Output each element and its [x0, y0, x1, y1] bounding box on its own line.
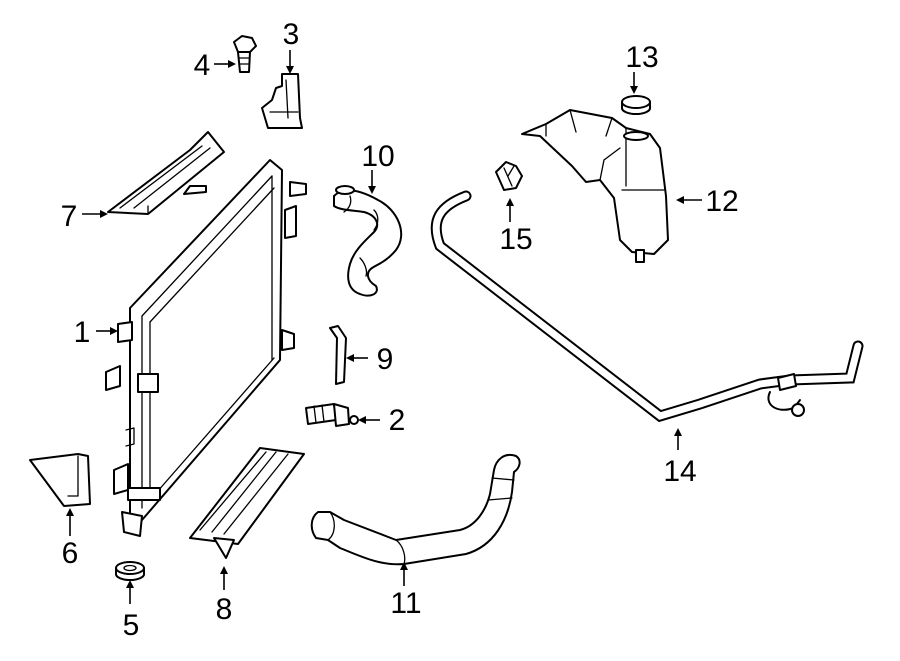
callout-7: 7 — [61, 200, 78, 233]
bracket-part — [261, 73, 303, 129]
drain-plug-part — [305, 403, 359, 427]
callout-15: 15 — [499, 223, 532, 256]
callout-10: 10 — [361, 140, 394, 173]
callout-5: 5 — [123, 609, 140, 642]
overflow-hose-part — [430, 190, 864, 423]
reservoir-part — [521, 109, 669, 263]
upper-air-seal-part — [107, 131, 225, 215]
callout-6: 6 — [62, 537, 79, 570]
clamp-part — [495, 161, 523, 191]
lower-air-seal-part — [189, 447, 305, 559]
callout-8: 8 — [216, 593, 233, 626]
leader-lines — [66, 50, 702, 604]
callout-14: 14 — [663, 455, 696, 488]
tube-part — [329, 325, 347, 385]
radiator-part — [105, 159, 307, 537]
upper-hose-part — [333, 185, 403, 297]
callout-13: 13 — [625, 41, 658, 74]
insulator-part — [115, 561, 145, 581]
cap-part — [621, 95, 651, 115]
callout-4: 4 — [194, 49, 211, 82]
bolt-part — [233, 35, 257, 73]
air-deflector-part — [29, 453, 91, 507]
callout-9: 9 — [377, 343, 394, 376]
callout-3: 3 — [283, 18, 300, 51]
lower-hose-part — [310, 454, 521, 566]
callout-2: 2 — [389, 404, 406, 437]
callout-1: 1 — [74, 316, 91, 349]
callout-12: 12 — [705, 185, 738, 218]
callout-11: 11 — [390, 587, 421, 620]
